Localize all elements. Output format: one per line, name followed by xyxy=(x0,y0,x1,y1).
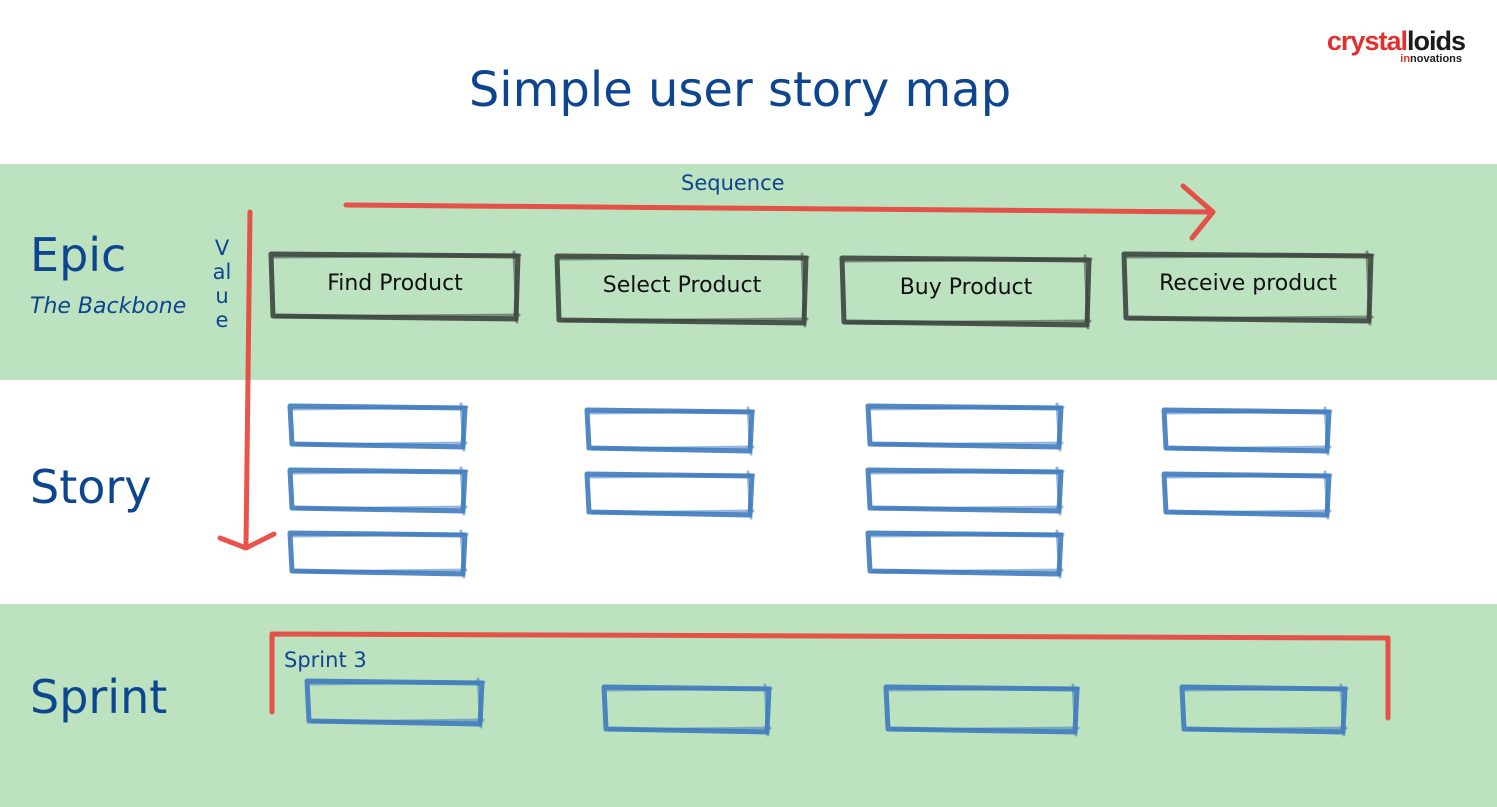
story-card xyxy=(865,529,1065,579)
story-card xyxy=(584,406,756,456)
row-label-epic: Epic xyxy=(30,228,127,282)
sprint-bracket xyxy=(269,631,1391,721)
backbone-subtitle: The Backbone xyxy=(30,294,187,319)
epic-card xyxy=(1121,250,1375,326)
epic-card xyxy=(839,254,1093,330)
sprint-story-card xyxy=(1179,683,1349,737)
sprint-3-label: Sprint 3 xyxy=(284,648,367,672)
row-label-sprint: Sprint xyxy=(30,670,168,724)
sprint-story-card xyxy=(883,683,1081,737)
story-card xyxy=(287,529,469,579)
sequence-arrow xyxy=(343,183,1216,241)
sprint-story-card xyxy=(601,683,773,737)
value-label: Value xyxy=(212,236,232,332)
story-card xyxy=(865,466,1065,516)
sequence-label: Sequence xyxy=(681,171,785,195)
epic-card-label: Receive product xyxy=(1159,271,1337,296)
story-card xyxy=(287,466,469,516)
epic-card xyxy=(268,250,522,324)
sprint-story-card xyxy=(304,677,486,729)
story-card xyxy=(584,470,756,520)
epic-card xyxy=(554,252,810,328)
story-card xyxy=(1161,406,1333,456)
row-label-story: Story xyxy=(30,460,152,514)
story-card xyxy=(865,402,1065,452)
epic-card-label: Find Product xyxy=(327,271,463,296)
epic-card-label: Buy Product xyxy=(899,275,1033,300)
story-card xyxy=(1161,470,1333,520)
page-title: Simple user story map xyxy=(468,62,1012,118)
story-card xyxy=(287,402,469,452)
epic-card-label: Select Product xyxy=(602,273,762,298)
value-arrow xyxy=(217,209,277,551)
crystalloids-logo: crystalloids innovations xyxy=(1326,26,1466,65)
